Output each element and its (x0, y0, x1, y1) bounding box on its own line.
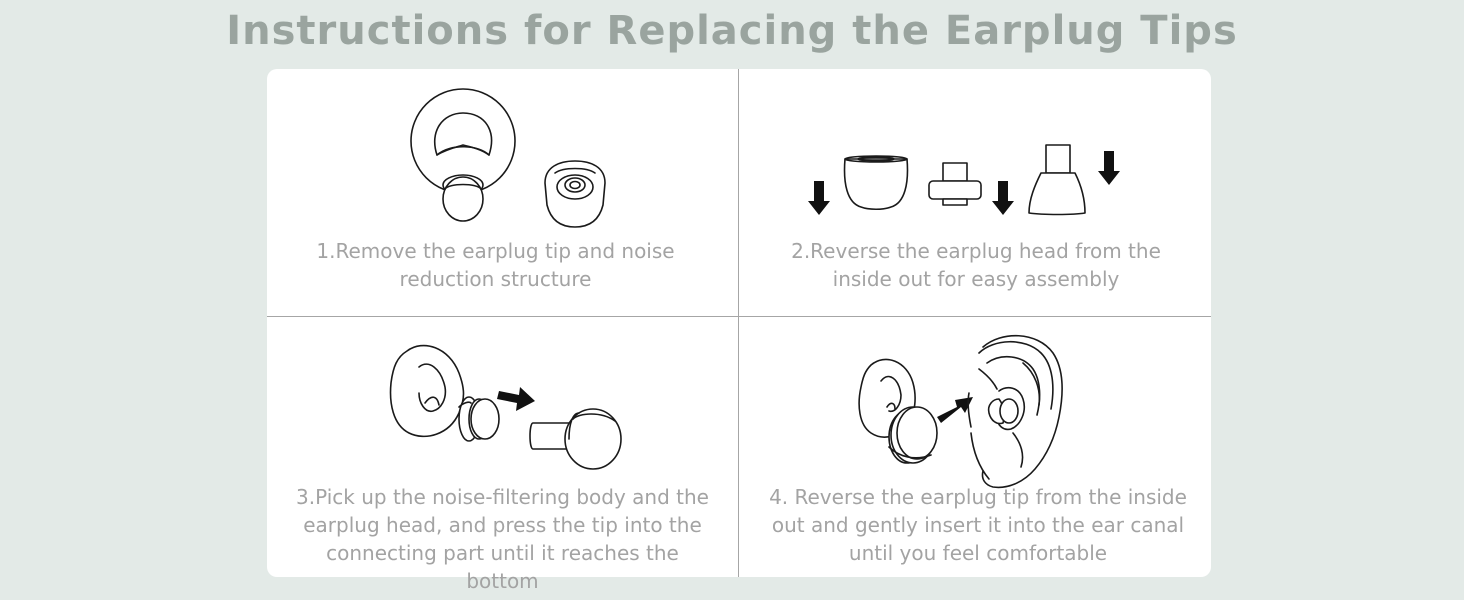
vertical-divider (738, 69, 739, 577)
step-1-panel: 1.Remove the earplug tip and noise reduc… (267, 69, 738, 316)
step-3-caption: 3.Pick up the noise-filtering body and t… (296, 485, 709, 593)
step-2-panel: 2.Reverse the earplug head from the insi… (739, 69, 1211, 316)
noise-filter-icon (928, 162, 982, 206)
right-arrow-icon (497, 387, 535, 411)
earplug-cone-icon (1028, 144, 1086, 216)
earplug-body-icon (389, 344, 500, 442)
down-arrow-icon (1098, 151, 1120, 185)
step-3-panel: 3.Pick up the noise-filtering body and t… (267, 317, 738, 593)
earplug-loop-icon (410, 88, 516, 222)
earplug-tip-icon (544, 160, 606, 228)
page-title: Instructions for Replacing the Earplug T… (226, 8, 1238, 54)
ear-icon (967, 334, 1063, 489)
earplug-dome-icon (843, 155, 909, 211)
instructions-card: 1.Remove the earplug tip and noise reduc… (267, 69, 1211, 593)
down-arrow-icon (992, 181, 1014, 215)
insert-arrow-icon (937, 397, 973, 423)
step-1-caption: 1.Remove the earplug tip and noise reduc… (316, 239, 675, 291)
down-arrow-icon (808, 181, 830, 215)
assembled-earplug-icon (858, 358, 938, 464)
step-2-caption: 2.Reverse the earplug head from the insi… (791, 239, 1161, 291)
step-4-panel: 4. Reverse the earplug tip from the insi… (739, 317, 1211, 577)
horizontal-divider (267, 316, 1211, 317)
step-4-caption: 4. Reverse the earplug tip from the insi… (769, 485, 1187, 565)
earplug-head-icon (529, 408, 622, 470)
